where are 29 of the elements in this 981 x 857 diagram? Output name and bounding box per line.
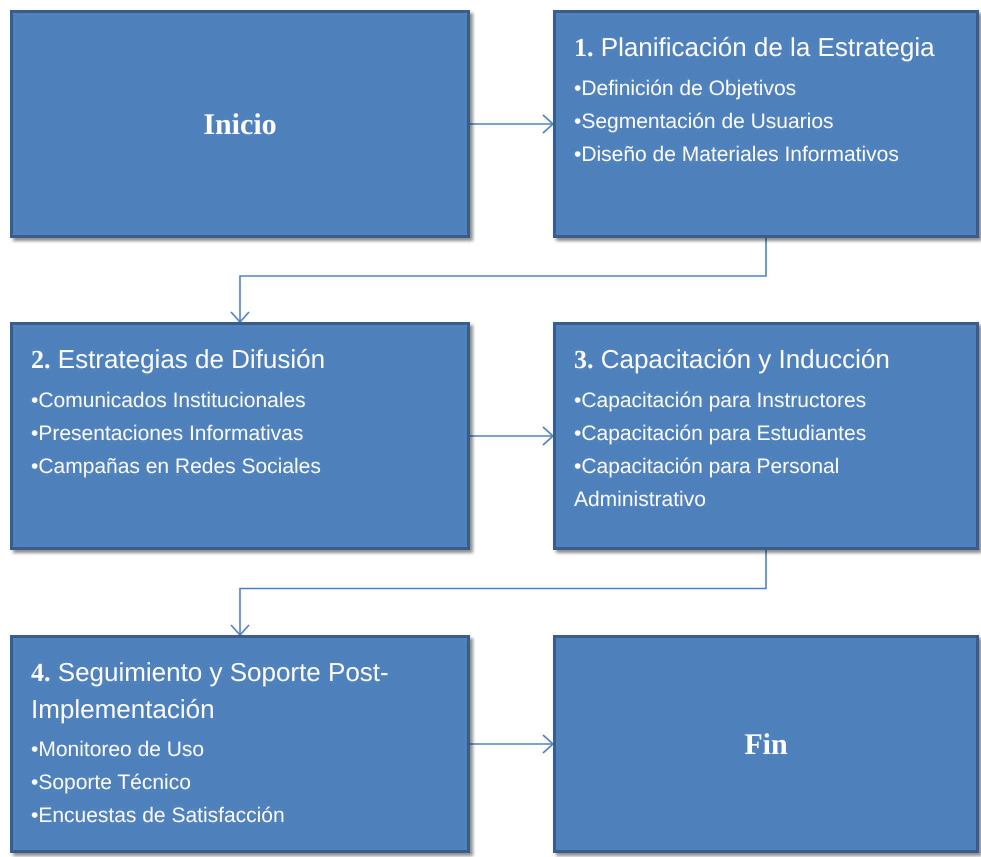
bullet-item: •Segmentación de Usuarios (574, 109, 834, 135)
arrow (470, 734, 554, 754)
process-box (553, 10, 979, 238)
box-heading: 1. Planificación de la Estrategia (574, 31, 936, 64)
bullet-item: •Encuestas de Satisfacción (31, 803, 286, 829)
arrow (470, 426, 554, 446)
bullet-item: •Monitoreo de Uso (31, 737, 206, 763)
box-heading: 4. Seguimiento y Soporte Post-Implementación (31, 656, 390, 726)
bullet-item: •Soporte Técnico (31, 770, 192, 796)
arrow (230, 550, 767, 636)
bullet-item: •Campañas en Redes Sociales (31, 454, 322, 480)
process-box (10, 322, 470, 550)
arrow (470, 114, 554, 134)
bullet-item: •Presentaciones Informativas (31, 421, 304, 447)
box-heading: 2. Estrategias de Difusión (31, 343, 326, 376)
bullet-item: •Diseño de Materiales Informativos (574, 142, 900, 168)
bullet-item: •Definición de Objetivos (574, 76, 798, 102)
bullet-item: •Capacitación para Estudiantes (574, 421, 868, 447)
bullet-item: •Capacitación para Instructores (574, 388, 868, 414)
arrow (230, 238, 767, 323)
box-title: Fin (744, 726, 788, 762)
process-box (10, 10, 470, 238)
process-box (553, 635, 979, 853)
bullet-item: •Comunicados Institucionales (31, 388, 307, 414)
box-title: Inicio (203, 106, 277, 142)
process-box (553, 322, 979, 550)
box-heading: 3. Capacitación y Inducción (574, 343, 891, 376)
bullet-item: •Capacitación para Personal Administrativo (574, 454, 840, 513)
process-box (10, 635, 470, 853)
